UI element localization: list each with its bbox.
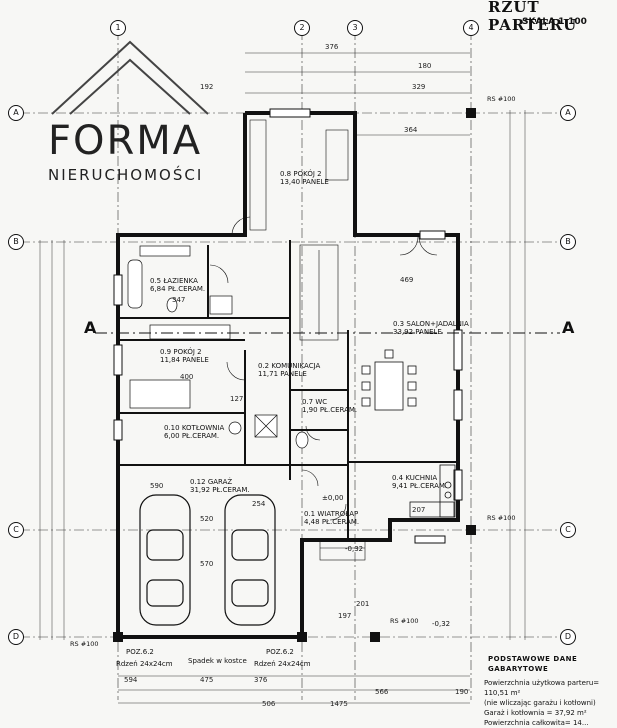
dim-label: 329	[412, 83, 426, 91]
dim-label: 376	[254, 676, 268, 684]
dim-label: 192	[200, 83, 214, 91]
axis-d-right: D	[560, 629, 576, 645]
dim-label: 190	[455, 688, 469, 696]
dim-label: 506	[262, 700, 276, 708]
rs-label: RS #100	[390, 617, 419, 625]
logo-subtitle: NIERUCHOMOŚCI	[48, 166, 204, 184]
dim-label: 376	[325, 43, 339, 51]
plan-title: RZUT PARTERU	[488, 0, 578, 34]
axis-c-left: C	[8, 522, 24, 538]
dim-label: 400	[180, 373, 194, 381]
axis-1-top: 1	[110, 20, 126, 36]
dim-label: 1475	[330, 700, 348, 708]
dim-label: 566	[375, 688, 389, 696]
dim-label: 127	[230, 395, 244, 403]
plan-scale: SKALA 1:100	[522, 17, 587, 27]
axis-c-right: C	[560, 522, 576, 538]
axis-a-right: A	[560, 105, 576, 121]
axis-b-left: B	[8, 234, 24, 250]
section-mark-right: A	[562, 318, 575, 337]
axis-3-top: 3	[347, 20, 363, 36]
dim-label: 197	[338, 612, 352, 620]
rs-label: RS #100	[487, 95, 516, 103]
dim-label: 475	[200, 676, 214, 684]
dim-label: 207	[412, 506, 426, 514]
level-mark: ±0,00	[322, 494, 344, 502]
stats-usable: Powierzchnia użytkowa parteru= 110,51 m²	[484, 679, 600, 697]
axis-2-top: 2	[294, 20, 310, 36]
dim-label: 520	[200, 515, 214, 523]
stats-heading: PODSTAWOWE DANE GABARYTOWE	[488, 655, 578, 673]
dim-label: 590	[150, 482, 164, 490]
level-mark: -0,32	[345, 545, 364, 553]
dim-label: 180	[418, 62, 432, 70]
axis-b-right: B	[560, 234, 576, 250]
level-mark: -0,32	[432, 620, 451, 628]
axis-a-left: A	[8, 105, 24, 121]
rs-label: RS #100	[70, 640, 99, 648]
stats-total: Powierzchnia całkowita= 14...	[484, 719, 589, 727]
stats-note: (nie wliczając garażu i kotłowni)	[484, 699, 596, 707]
axis-4-top: 4	[463, 20, 479, 36]
floor-note: Rdzeń 24x24cm	[116, 660, 173, 668]
axis-d-left: D	[8, 629, 24, 645]
rs-label: RS #100	[487, 514, 516, 522]
floor-plan-drawing	[20, 30, 570, 704]
dimension-data-block: PODSTAWOWE DANE GABARYTOWE Powierzchnia …	[484, 654, 617, 728]
dim-label: 201	[356, 600, 370, 608]
logo-graphic	[51, 40, 209, 115]
dim-label: 254	[252, 500, 266, 508]
dim-label: 594	[124, 676, 138, 684]
section-mark-left: A	[84, 318, 97, 337]
logo-word: FORMA	[48, 118, 203, 164]
floor-note: Spadek w kostce	[188, 657, 247, 665]
floor-note: POZ.6.2	[126, 648, 154, 656]
dim-label: 347	[172, 296, 186, 304]
dim-label: 469	[400, 276, 414, 284]
dim-label: 570	[200, 560, 214, 568]
floor-note: Rdzeń 24x24cm	[254, 660, 311, 668]
floor-note: POZ.6.2	[266, 648, 294, 656]
dim-label: 364	[404, 126, 418, 134]
